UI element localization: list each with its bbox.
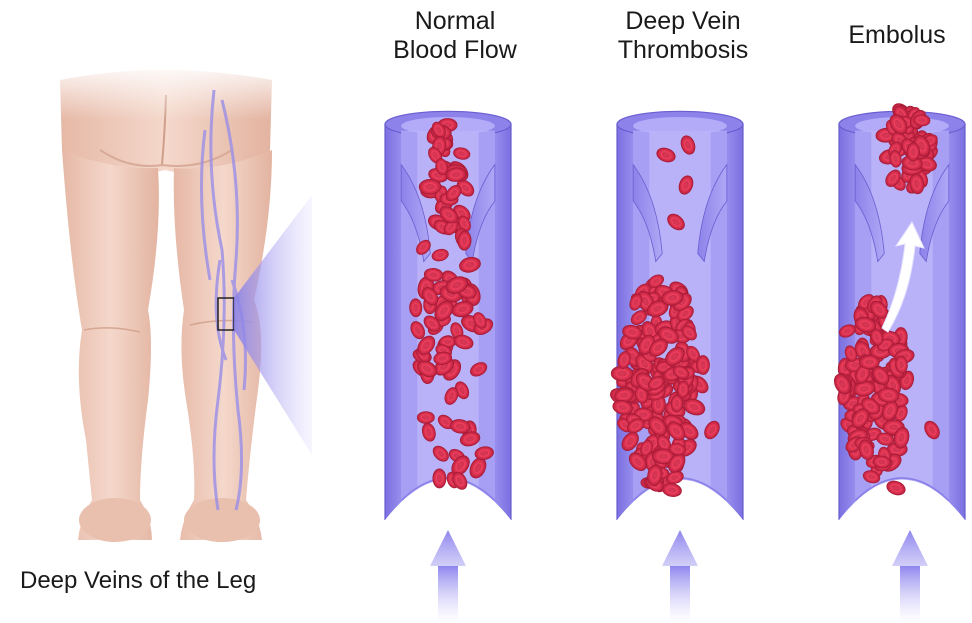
red-blood-cell (433, 469, 446, 488)
red-blood-cell (409, 299, 422, 317)
red-blood-cell (419, 179, 441, 194)
flow-arrow-dvt-shaft (670, 566, 690, 623)
red-blood-cell (859, 355, 879, 369)
red-blood-cell (697, 356, 710, 375)
embolus-vein (831, 100, 965, 623)
red-blood-cell (417, 412, 434, 424)
deep-vein-thrombosis-vein (608, 111, 743, 623)
flow-arrow-normal-shaft (438, 566, 458, 623)
legs-illustration (40, 60, 312, 542)
red-blood-cell (907, 143, 920, 162)
normal-blood-flow-vein (385, 111, 511, 623)
flow-arrow-embolus-shaft (900, 566, 920, 623)
